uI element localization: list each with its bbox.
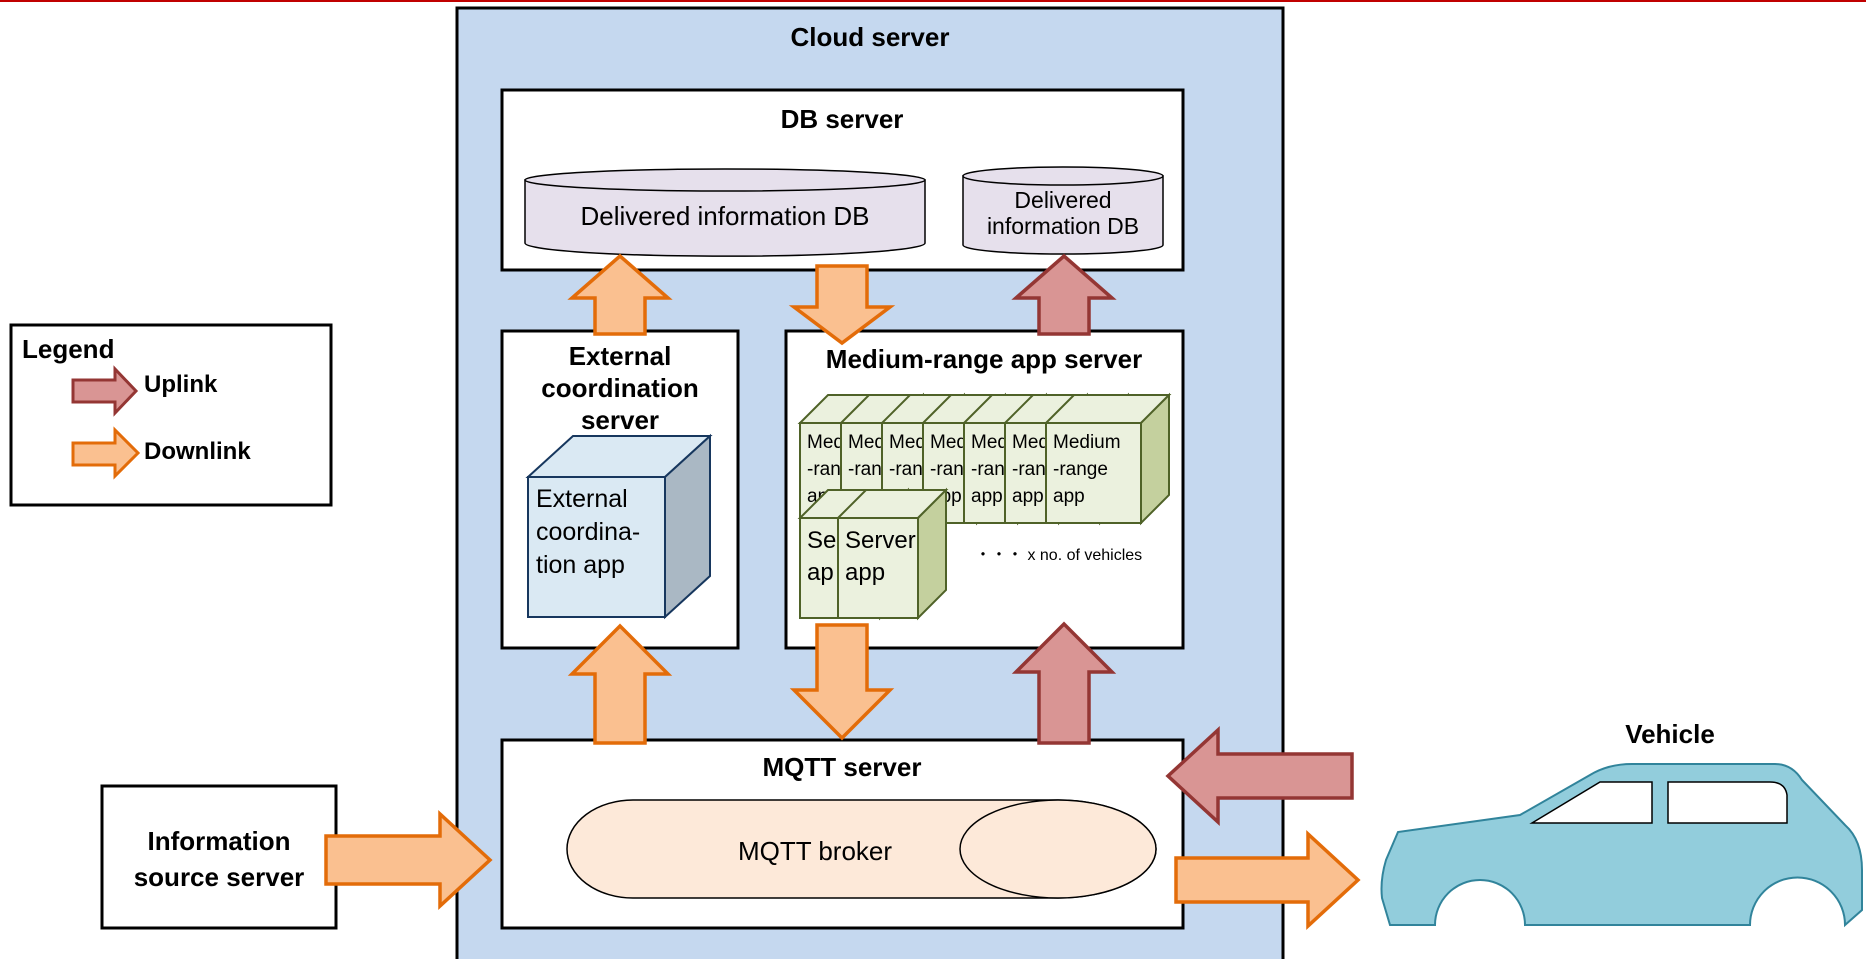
medium-range-app-cube-label: -ran [930, 459, 964, 480]
downlink-arrow-med-to-mqtt [789, 623, 895, 741]
car-window-rear [1667, 781, 1788, 824]
medium-range-app-cube-label: Med [1012, 432, 1049, 453]
downlink-arrow-ext-to-db [567, 253, 673, 336]
external-coordination-app-cube: External coordina- tion app [525, 433, 713, 620]
medium-range-app-cube-front-label: Medium [1053, 432, 1121, 453]
uplink-arrow-mqtt-to-med [1011, 621, 1117, 745]
vehicle-count-note: ・・・ x no. of vehicles [975, 547, 1142, 564]
medium-range-app-cube-label: Med [971, 432, 1008, 453]
delivered-info-db-right-label-2: information DB [987, 213, 1139, 239]
downlink-arrow-db-to-med [788, 264, 896, 346]
medium-range-app-cube-label: Med [930, 432, 967, 453]
mqtt-broker-label: MQTT broker [738, 836, 892, 866]
legend-downlink-arrow-icon [71, 426, 141, 480]
legend: Legend Uplink Downlink [9, 323, 333, 507]
information-source-server: Information source server [100, 784, 338, 930]
downlink-arrow-mqtt-to-ext [567, 623, 673, 745]
server-app-cube-front-label: Server [845, 527, 916, 554]
mqtt-server-title: MQTT server [763, 752, 922, 782]
medium-range-app-cube-front: Medium -range app [1043, 392, 1172, 526]
car-window-front [1529, 781, 1653, 824]
server-app-cube-front-label: app [845, 559, 885, 586]
flow-arrows [324, 253, 1361, 930]
ext-app-label-3: tion app [536, 551, 625, 579]
mqtt-broker: MQTT broker [566, 799, 1157, 899]
medium-range-app-cube-label: Med [807, 432, 844, 453]
server-app-stack: Se ap Server app [797, 487, 949, 621]
legend-downlink-label: Downlink [144, 438, 251, 465]
ext-server-title-3: server [581, 405, 659, 435]
legend-uplink-label: Uplink [144, 371, 218, 398]
server-app-cube-label: ap [807, 559, 834, 586]
ext-app-label-2: coordina- [536, 518, 640, 546]
medium-range-app-cube-label: Med [848, 432, 885, 453]
db-server: DB server Delivered information DB Deliv… [500, 88, 1185, 272]
delivered-info-db-right: Delivered information DB [962, 166, 1164, 255]
mqtt-server: MQTT server MQTT broker [500, 738, 1185, 930]
db-server-title: DB server [781, 104, 904, 134]
medium-range-app-cube-label: -ran [848, 459, 882, 480]
downlink-arrow-source-to-mqtt [324, 810, 493, 910]
server-app-cube-front: Server app [835, 487, 949, 621]
medium-range-app-cube-label: app [971, 486, 1003, 507]
delivered-info-db-right-label-1: Delivered [1014, 187, 1111, 213]
medium-range-app-cube-label: Med [889, 432, 926, 453]
info-source-label-1: Information [148, 826, 291, 856]
ext-server-title-2: coordination [541, 373, 698, 403]
cloud-server-title: Cloud server [791, 22, 950, 52]
medium-range-app-cube-front-label: -range [1053, 459, 1108, 480]
vehicle-label: Vehicle [1625, 719, 1715, 749]
external-coordination-server: External coordination server External co… [500, 329, 740, 650]
med-server-title: Medium-range app server [826, 344, 1142, 374]
medium-range-app-cube-label: -ran [807, 459, 841, 480]
uplink-arrow-vehicle-to-mqtt [1165, 726, 1354, 826]
vehicle: Vehicle [1380, 719, 1863, 928]
medium-range-app-cube-label: -ran [1012, 459, 1046, 480]
medium-range-app-cube-front-label: app [1053, 486, 1085, 507]
medium-range-app-cube-label: app [1012, 486, 1044, 507]
medium-range-app-cube-label: -ran [889, 459, 923, 480]
legend-title: Legend [22, 334, 114, 364]
uplink-arrow-med-to-db [1011, 253, 1117, 336]
server-app-cube-label: Se [807, 527, 836, 554]
delivered-info-db-left: Delivered information DB [524, 168, 926, 257]
info-source-label-2: source server [134, 862, 305, 892]
ext-app-label-1: External [536, 485, 628, 513]
delivered-info-db-left-label: Delivered information DB [580, 201, 869, 231]
ext-server-title-1: External [569, 341, 672, 371]
legend-uplink-arrow-icon [71, 365, 139, 417]
downlink-arrow-mqtt-to-vehicle [1174, 830, 1361, 930]
medium-range-app-cube-label: -ran [971, 459, 1005, 480]
medium-range-app-server: Medium-range app server Med-ranappMed-ra… [784, 329, 1185, 650]
